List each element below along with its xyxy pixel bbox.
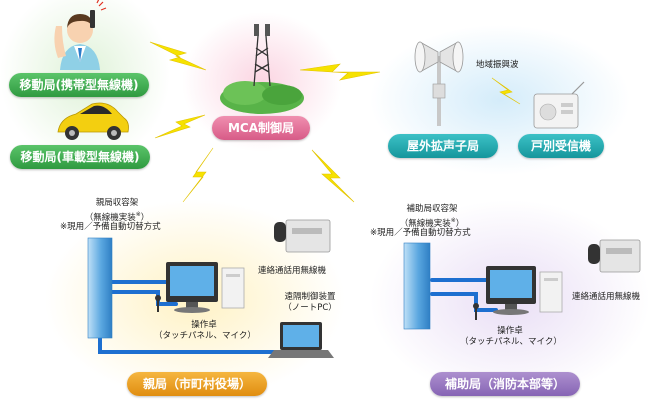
regional-wave-label: 地域振興波 <box>476 60 519 70</box>
bolt-parent-icon <box>182 147 214 203</box>
mobile-vehicle-label: 移動局(車載型無線機) <box>10 145 150 169</box>
car-icon <box>57 102 129 140</box>
sub-rack-note: ※現用／予備自動切替方式 <box>370 228 471 238</box>
parent-liaison-radio-icon <box>274 219 331 253</box>
sub-rack-icon <box>403 242 431 330</box>
laptop-icon <box>268 322 334 358</box>
lightning-bolts <box>149 41 521 203</box>
bolt-speaker-icon <box>299 63 381 81</box>
outdoor-speaker-label: 屋外拡声子局 <box>388 134 498 158</box>
parent-rack-note: ※現用／予備自動切替方式 <box>60 222 161 232</box>
parent-console-label: 操作卓（タッチパネル、マイク） <box>154 320 256 341</box>
outdoor-speaker-icon <box>414 41 464 126</box>
parent-station-label: 親局（市町村役場） <box>127 372 267 396</box>
sub-console-label: 操作卓（タッチパネル、マイク） <box>460 326 562 347</box>
sub-station-label: 補助局（消防本部等） <box>430 372 580 396</box>
person-handheld-icon <box>54 0 107 70</box>
parent-console-icon <box>155 262 245 313</box>
sub-console-icon <box>473 266 563 320</box>
bolt-regional-icon <box>491 77 521 105</box>
center-label: MCA制御局 <box>212 116 310 140</box>
parent-rack-icon <box>87 237 113 339</box>
sub-network-lines <box>430 278 498 312</box>
home-receiver-icon <box>533 81 585 129</box>
sub-liaison-radio-label: 連絡通話用無線機 <box>572 292 641 302</box>
mobile-handheld-label: 移動局(携帯型無線機) <box>9 73 149 97</box>
parent-liaison-radio-label: 連絡通話用無線機 <box>258 266 327 276</box>
bolt-sub-icon <box>311 149 355 203</box>
parent-remote-label: 遠隔制御装置（ノートPC） <box>283 292 337 313</box>
sub-liaison-radio-icon <box>588 239 641 273</box>
bolt-handheld-icon <box>149 41 207 71</box>
sub-rack-title: 補助局収容架 （無線機実装※） <box>399 204 465 229</box>
bolt-vehicle-icon <box>154 114 206 139</box>
parent-rack-title: 親局収容架 （無線機実装※） <box>84 198 150 223</box>
mca-tower-icon <box>220 24 304 114</box>
home-receiver-label: 戸別受信機 <box>518 134 604 158</box>
